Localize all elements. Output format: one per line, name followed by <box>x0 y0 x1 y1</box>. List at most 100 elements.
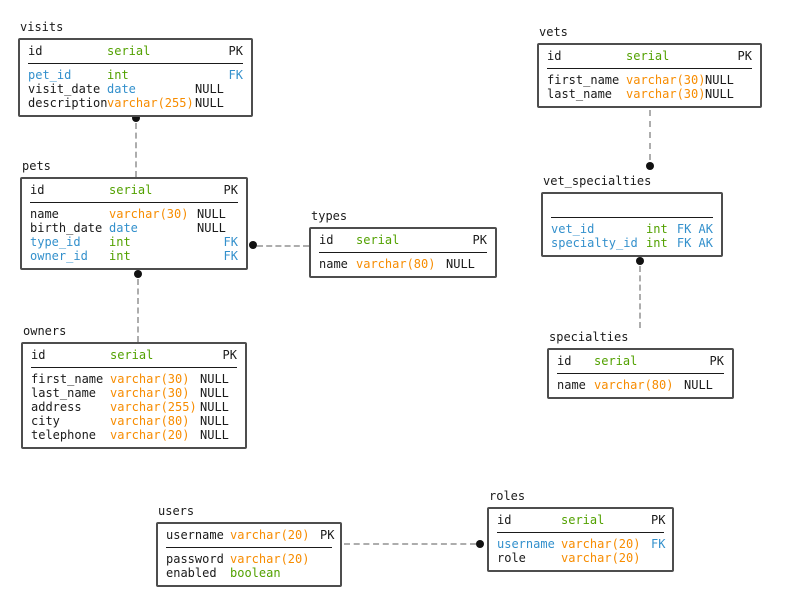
field-name: name <box>30 207 59 221</box>
header-separator <box>30 202 238 203</box>
table-row: type_id int FK <box>30 235 238 249</box>
field-type: varchar(80) <box>594 378 674 392</box>
table-row: name varchar(80) NULL <box>319 257 487 271</box>
field-key: FK <box>228 68 243 82</box>
field-null <box>320 566 332 580</box>
header-separator <box>31 367 237 368</box>
field-null <box>651 551 664 565</box>
connector-dot <box>134 270 142 278</box>
field-name: id <box>28 44 43 58</box>
field-name: id <box>497 513 512 527</box>
field-name: first_name <box>31 372 104 386</box>
field-name: enabled <box>166 566 217 580</box>
field-name: last_name <box>547 87 613 101</box>
field-key: FK <box>223 235 238 249</box>
field-null: NULL <box>197 207 226 221</box>
field-null <box>200 348 223 362</box>
field-null: NULL <box>446 257 475 271</box>
field-name: password <box>166 552 224 566</box>
header-separator <box>319 252 487 253</box>
field-type: varchar(255) <box>107 96 194 110</box>
field-null <box>195 44 229 58</box>
field-type: int <box>109 235 131 249</box>
field-name: id <box>30 183 45 197</box>
connector-pets-owners <box>137 279 139 342</box>
header-separator <box>557 373 724 374</box>
field-null <box>195 68 229 82</box>
table-box: id serial PK name varchar(80) NULL <box>309 227 497 278</box>
field-type: serial <box>356 233 400 247</box>
table-header-rows: id serial PK <box>28 44 243 58</box>
field-key: PK <box>228 44 243 58</box>
field-name: name <box>319 257 348 271</box>
field-name: birth_date <box>30 221 103 235</box>
field-type: varchar(20) <box>561 537 641 551</box>
field-type: boolean <box>230 566 281 580</box>
field-type: varchar(255) <box>110 400 197 414</box>
header-separator <box>547 68 752 69</box>
table-title: owners <box>23 324 67 338</box>
connector-vet_specialties-specialties <box>639 266 641 328</box>
field-type: serial <box>109 183 153 197</box>
table-title: types <box>311 209 348 223</box>
field-type: serial <box>107 44 151 58</box>
field-name: type_id <box>30 235 81 249</box>
field-name: id <box>31 348 46 362</box>
field-null <box>705 49 738 63</box>
field-type: serial <box>594 354 638 368</box>
field-null: NULL <box>195 96 224 110</box>
field-type: int <box>107 68 129 82</box>
field-name: first_name <box>547 73 620 87</box>
table-row: id serial PK <box>28 44 243 58</box>
header-separator <box>497 532 664 533</box>
field-key: FK <box>223 249 238 263</box>
table-title: roles <box>489 489 526 503</box>
field-key: PK <box>472 233 487 247</box>
field-name <box>551 198 646 212</box>
field-type: date <box>109 221 138 235</box>
field-key: PK <box>737 49 752 63</box>
table-row: id serial PK <box>319 233 487 247</box>
connector-users-roles <box>344 543 476 545</box>
table-title: visits <box>20 20 64 34</box>
connector-dot <box>646 162 654 170</box>
field-null: NULL <box>705 87 734 101</box>
field-null <box>197 249 224 263</box>
field-name: id <box>547 49 562 63</box>
field-name: id <box>319 233 334 247</box>
field-null <box>676 198 713 212</box>
field-type: varchar(80) <box>356 257 436 271</box>
header-separator <box>166 547 332 548</box>
field-key: PK <box>222 348 237 362</box>
connector-visits-pets <box>135 123 137 177</box>
table-body-rows: name varchar(80) NULL <box>319 257 487 271</box>
field-type: date <box>107 82 136 96</box>
field-type: int <box>646 222 668 236</box>
